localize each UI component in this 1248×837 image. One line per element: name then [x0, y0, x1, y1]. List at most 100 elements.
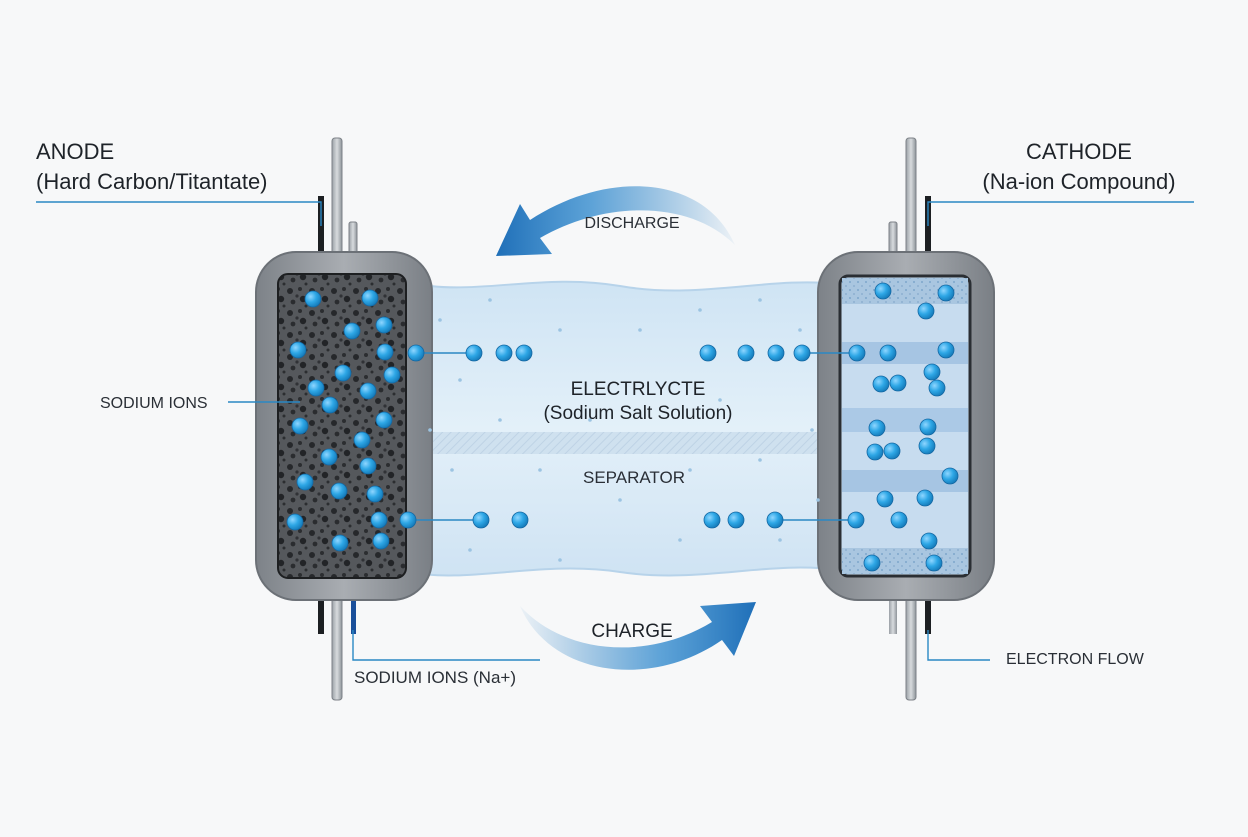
- sodium-ion: [937, 341, 955, 359]
- cathode-callout-line: [927, 201, 1194, 226]
- electrolyte-bubble: [538, 468, 542, 472]
- sodium-ion: [879, 344, 897, 362]
- separator-label: SEPARATOR: [582, 468, 686, 487]
- sodium-ion: [920, 532, 938, 550]
- electrolyte-region: [407, 280, 839, 577]
- sodium-ion: [465, 344, 483, 362]
- electrolyte-bubble: [558, 328, 562, 332]
- sodium-ion: [330, 482, 348, 500]
- sodium-ion: [407, 344, 425, 362]
- cathode-title: CATHODE: [1026, 139, 1132, 164]
- electrolyte-bubble: [618, 498, 622, 502]
- sodium-ion: [289, 341, 307, 359]
- anode-material: (Hard Carbon/Titantate): [36, 169, 268, 194]
- sodium-ion: [291, 417, 309, 435]
- electrolyte-bubble: [428, 428, 432, 432]
- charge-label: CHARGE: [591, 621, 673, 642]
- electrolyte-bubble: [758, 458, 762, 462]
- sodium-ion: [863, 554, 881, 572]
- electron-flow-label: ELECTRON FLOW: [1006, 651, 1144, 668]
- electrolyte-bubble: [718, 398, 722, 402]
- sodium-ion: [375, 411, 393, 429]
- electrolyte-bubble: [498, 418, 502, 422]
- anode-lead-blue-lower: [351, 600, 356, 634]
- electrolyte-bubble: [678, 538, 682, 542]
- electrolyte-subtitle: (Sodium Salt Solution): [543, 403, 733, 424]
- sodium-ion: [296, 473, 314, 491]
- discharge-arrow: [496, 186, 735, 256]
- sodium-ion: [353, 431, 371, 449]
- sodium-ion: [304, 290, 322, 308]
- sodium-ion: [376, 343, 394, 361]
- sodium-ion: [334, 364, 352, 382]
- sodium-ions-na-label: SODIUM IONS (Na+): [354, 668, 516, 687]
- separator-band: [408, 432, 838, 454]
- electrolyte-bubble: [816, 498, 820, 502]
- electrolyte-bubble: [438, 318, 442, 322]
- electrolyte-bubble: [468, 548, 472, 552]
- sodium-ion: [889, 374, 907, 392]
- sodium-ion: [916, 489, 934, 507]
- sodium-ion: [941, 467, 959, 485]
- sodium-ion: [848, 344, 866, 362]
- sodium-ion: [372, 532, 390, 550]
- sodium-ion: [699, 344, 717, 362]
- sodium-ion: [703, 511, 721, 529]
- sodium-ion: [331, 534, 349, 552]
- sodium-ion: [937, 284, 955, 302]
- electrolyte-bubble: [798, 328, 802, 332]
- sodium-ion: [321, 396, 339, 414]
- electrolyte-bubble: [638, 328, 642, 332]
- sodium-ion: [359, 382, 377, 400]
- cathode-layer-3: [842, 470, 968, 492]
- electrolyte-bubble: [450, 468, 454, 472]
- cathode-lead-black-lower: [925, 600, 931, 634]
- charge-arrow: [520, 602, 756, 670]
- sodium-ion: [847, 511, 865, 529]
- sodium-ion: [515, 344, 533, 362]
- sodium-ion: [737, 344, 755, 362]
- sodium-ion: [918, 437, 936, 455]
- sodium-ion: [876, 490, 894, 508]
- electrolyte-title: ELECTRLYCTE: [570, 379, 706, 400]
- sodium-ion: [399, 511, 417, 529]
- sodium-ion: [343, 322, 361, 340]
- cathode-layer-bottom: [842, 548, 968, 574]
- sodium-ion: [868, 419, 886, 437]
- sodium-ion: [307, 379, 325, 397]
- sodium-ion: [375, 316, 393, 334]
- electrolyte-bubble: [698, 308, 702, 312]
- sodium-ion: [890, 511, 908, 529]
- sodium-ions-na-callout-line: [352, 630, 540, 661]
- sodium-ion: [874, 282, 892, 300]
- sodium-ion: [925, 554, 943, 572]
- sodium-ions-label: SODIUM IONS: [100, 395, 208, 412]
- sodium-ion: [286, 513, 304, 531]
- cathode-lead-rod-lower: [889, 600, 897, 634]
- sodium-ion: [883, 442, 901, 460]
- electrolyte-bubble: [758, 298, 762, 302]
- electrolyte-bubble: [778, 538, 782, 542]
- electron-flow-callout-line: [927, 630, 990, 661]
- sodium-ion: [472, 511, 490, 529]
- sodium-ion: [495, 344, 513, 362]
- electrolyte-bubble: [688, 468, 692, 472]
- sodium-ion: [320, 448, 338, 466]
- sodium-ion: [866, 443, 884, 461]
- sodium-ion: [366, 485, 384, 503]
- discharge-label: DISCHARGE: [584, 215, 680, 232]
- anode-lead-black-lower: [318, 600, 324, 634]
- sodium-ion: [361, 289, 379, 307]
- sodium-ion: [793, 344, 811, 362]
- sodium-ion: [872, 375, 890, 393]
- anode-title: ANODE: [36, 139, 115, 164]
- cathode-layer-2: [842, 408, 968, 432]
- sodium-ion: [383, 366, 401, 384]
- sodium-ion: [928, 379, 946, 397]
- sodium-ion: [767, 344, 785, 362]
- sodium-ion: [766, 511, 784, 529]
- electrolyte-bubble: [588, 418, 592, 422]
- electrolyte-bubble: [810, 428, 814, 432]
